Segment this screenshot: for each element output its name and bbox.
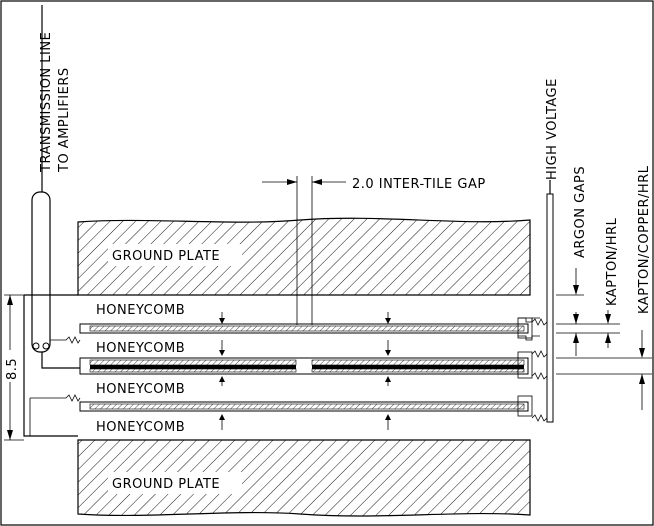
board-edge-connectors	[517, 317, 548, 422]
kapton-copper-hrl-label: KAPTON/COPPER/HRL	[637, 165, 652, 314]
inter-tile-gap-label: 2.0 INTER-TILE GAP	[352, 177, 486, 192]
kapton-hrl-label: KAPTON/HRL	[605, 217, 620, 306]
right-annotations: ARGON GAPS KAPTON/HRL KAPTON/COPPER/HRL	[556, 165, 652, 410]
argon-gaps-label: ARGON GAPS	[573, 166, 588, 258]
high-voltage-label: HIGH VOLTAGE	[545, 78, 560, 180]
honeycomb-label-4: HONEYCOMB	[96, 420, 185, 435]
dimension-8-5: 8.5	[2, 294, 24, 441]
dimension-label: 8.5	[5, 358, 20, 380]
high-voltage-bus: HIGH VOLTAGE	[545, 78, 560, 423]
honeycomb-label-2: HONEYCOMB	[96, 341, 185, 356]
ground-plate-bottom-label: GROUND PLATE	[112, 477, 220, 492]
transmission-line-label-2: TO AMPLIFIERS	[57, 67, 72, 173]
inter-tile-gap-indicator: 2.0 INTER-TILE GAP	[262, 176, 486, 325]
honeycomb-label-3: HONEYCOMB	[96, 382, 185, 397]
ground-plate-top: GROUND PLATE	[77, 217, 531, 296]
left-wiring	[23, 294, 81, 437]
kapton-copper-hrl-board	[79, 357, 529, 375]
honeycomb-label-1: HONEYCOMB	[96, 303, 185, 318]
kapton-hrl-board-2	[79, 401, 529, 412]
transmission-line: TRANSMISSION LINE TO AMPLIFIERS	[31, 5, 72, 353]
ground-plate-bottom: GROUND PLATE	[77, 439, 531, 517]
kapton-hrl-board-1	[79, 323, 529, 334]
ground-plate-top-label: GROUND PLATE	[112, 249, 220, 264]
field-arrows	[219, 312, 391, 430]
transmission-line-label-1: TRANSMISSION LINE	[39, 32, 54, 173]
